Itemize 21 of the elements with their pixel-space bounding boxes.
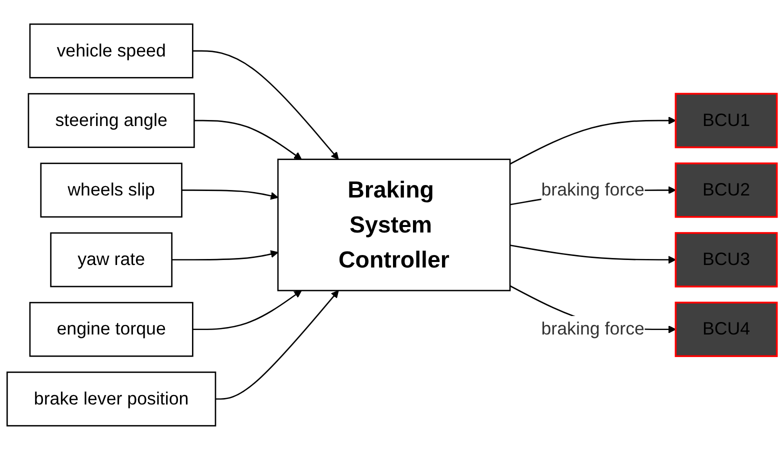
node-box: steering angle (28, 93, 195, 148)
node-box: BCU2 (674, 162, 778, 218)
node-box: wheels slip (40, 162, 182, 218)
node-box: vehicle speed (29, 24, 194, 78)
arrow (510, 244, 676, 264)
node-box: yaw rate (50, 232, 172, 288)
node-box: BCU4 (674, 302, 778, 358)
node-box: BCU3 (674, 232, 778, 288)
arrow (510, 116, 676, 165)
arrow (215, 290, 339, 400)
node-box: brake lever position (6, 372, 216, 426)
arrow (194, 120, 302, 160)
node-box: engine torque (29, 302, 194, 357)
arrow (192, 290, 302, 330)
edge-label: braking force (541, 320, 644, 340)
node-box: Braking System Controller (277, 158, 511, 292)
arrow (172, 250, 278, 260)
node-box: BCU1 (674, 92, 778, 148)
edge-label: braking force (541, 180, 644, 200)
arrow (182, 190, 278, 200)
arrow (192, 50, 339, 160)
